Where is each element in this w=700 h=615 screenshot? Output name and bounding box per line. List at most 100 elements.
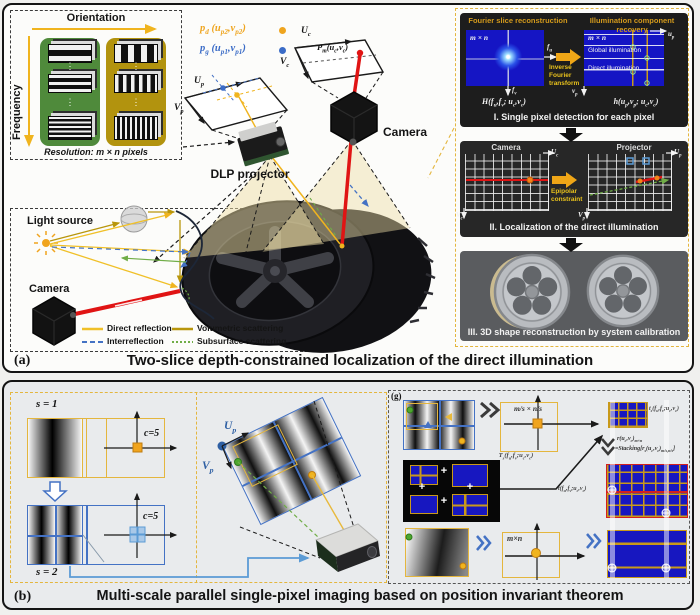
pd-label: pd (up2,vp2) <box>200 23 246 37</box>
plane-vp-label: Vp <box>202 460 214 475</box>
uc-axis-label: Uc <box>301 26 311 38</box>
camera-label: Camera <box>383 125 428 139</box>
scatter-camera-device <box>32 296 76 346</box>
legend-interreflection-label: Interreflection <box>107 336 164 346</box>
sum-tile-2 <box>452 464 488 487</box>
g-chevron-3 <box>586 533 602 549</box>
step1-title-left: Fourier slice reconstruction <box>468 16 568 25</box>
g-down-chevron <box>601 438 615 456</box>
fringe-thumb-v-fine <box>114 116 158 140</box>
fu-label: fu <box>547 43 552 54</box>
t-spectrum-image <box>606 464 688 518</box>
projector-plane <box>183 74 289 141</box>
orientation-arrow <box>24 24 157 147</box>
pattern-box <box>10 10 182 160</box>
fv-label: fv <box>512 86 517 97</box>
step3-wheels <box>490 253 660 331</box>
panel-b-label: (b) <box>14 589 32 604</box>
scattering-sphere <box>120 205 148 233</box>
g-chevron-1 <box>480 401 501 419</box>
s2-label: s = 2 <box>36 566 58 578</box>
msns-label: m/s × n/s <box>513 404 543 413</box>
epipolar-arrow <box>552 172 577 188</box>
vp-axis-label: Vp <box>174 103 184 115</box>
camera-plane <box>293 39 385 99</box>
fringe-thumb-h-mid <box>48 74 92 93</box>
camera-device <box>330 91 378 146</box>
pd-marker <box>279 27 286 34</box>
sum-tile-4 <box>452 494 488 516</box>
t-formula: t(fu,fv;uc,vc) <box>558 486 587 494</box>
step1-caption: I. Single pixel detection for each pixel <box>493 112 655 122</box>
step2-vp-label: Vp <box>578 211 586 222</box>
s1-axes <box>104 410 178 453</box>
formula-h: h(up,vp; uc,vc) <box>613 97 659 109</box>
epipolar-text: Epipolar constraint <box>551 188 583 204</box>
mn-label-g: m×n <box>507 534 523 543</box>
ribbon-markers <box>607 485 671 573</box>
pg-marker <box>279 47 286 54</box>
light-source-label: Light source <box>27 215 94 227</box>
step1-mn-left: m × n <box>470 33 489 42</box>
c5-label-s2: c=5 <box>143 511 159 522</box>
plus-1: + <box>440 465 448 477</box>
sum-tile-3 <box>410 495 438 514</box>
g-grid-full-axes <box>505 522 586 580</box>
g-pattern-markers <box>405 406 467 570</box>
s1-label: s = 1 <box>36 398 58 410</box>
ellipsis-v1: ⋮ <box>131 61 141 71</box>
step2-projector-label: Projector <box>616 143 652 152</box>
direct-illumination-label: Direct illumination <box>588 65 640 72</box>
scale-down-arrow <box>42 481 68 503</box>
camera-grid <box>465 154 549 211</box>
stack-formula-2: =Stacking[rs(uc,vc)m/s,n/s] <box>615 446 676 454</box>
fringe-thumb-h-fine <box>48 116 92 140</box>
vp-small-label: vp <box>572 87 578 98</box>
fringe-thumb-v-coarse <box>114 44 158 63</box>
sum-to-ts-arrow <box>500 434 604 490</box>
g-subpanel-box <box>388 390 690 584</box>
scatter-camera-label: Camera <box>29 283 70 295</box>
ts-spectrum-image <box>608 402 648 428</box>
multiscale-divider <box>196 392 197 583</box>
resolution-label: Resolution: m × n pixels <box>44 147 148 157</box>
panel-b-caption: Multi-scale parallel single-pixel imagin… <box>96 588 624 604</box>
surface-curve <box>175 210 215 320</box>
fringe-thumb-v-mid <box>114 74 158 93</box>
step2-up-label: Up <box>674 148 682 159</box>
step1-title-right: Illumination component recovery <box>589 16 675 34</box>
panel-a-label: (a) <box>14 353 31 368</box>
illumination-recovery-image <box>584 30 664 86</box>
g-grid-small-axes <box>504 394 600 450</box>
sum-tile-1 <box>410 465 438 485</box>
legend-volumetric-label: Volumetric scattering <box>197 323 284 333</box>
vc-axis-label: Vc <box>280 57 290 69</box>
ts-formula: ts(fu,fv;uc,vc) <box>649 406 679 414</box>
formula-H: H(fu,fv; uc,vc) <box>482 97 526 109</box>
step2-content <box>461 150 679 220</box>
legend-subsurface-label: Subsurface scattering <box>197 336 287 346</box>
pattern-to-projector-connector <box>69 553 310 578</box>
scattering-diagram <box>32 205 215 346</box>
up-axis-label: Up <box>194 76 205 88</box>
rays <box>238 54 369 249</box>
plus-3: + <box>418 481 426 493</box>
step2-to-step3-arrow <box>559 238 583 252</box>
ribbon-right <box>664 400 669 578</box>
fringe-thumb-h-coarse <box>48 44 92 63</box>
s2-pattern-hline <box>28 535 82 537</box>
step1-mn-right: m × n <box>588 33 607 42</box>
projection-cones <box>153 127 455 263</box>
pattern-to-projector-arrow <box>182 139 236 148</box>
reconstructed-rect <box>607 530 687 578</box>
stack-formula-1: r(uc,vc)m×n <box>617 436 643 444</box>
fourier-slice-image <box>466 30 544 86</box>
g-grid-small <box>500 402 558 452</box>
g-pattern-yellow-cell <box>406 403 439 430</box>
frequency-label: Frequency <box>11 84 23 140</box>
inverse-fourier-arrow <box>556 49 581 65</box>
plus-2: + <box>440 495 448 507</box>
plus-4: + <box>466 481 474 493</box>
ellipsis-h2: ⋮ <box>65 97 75 107</box>
